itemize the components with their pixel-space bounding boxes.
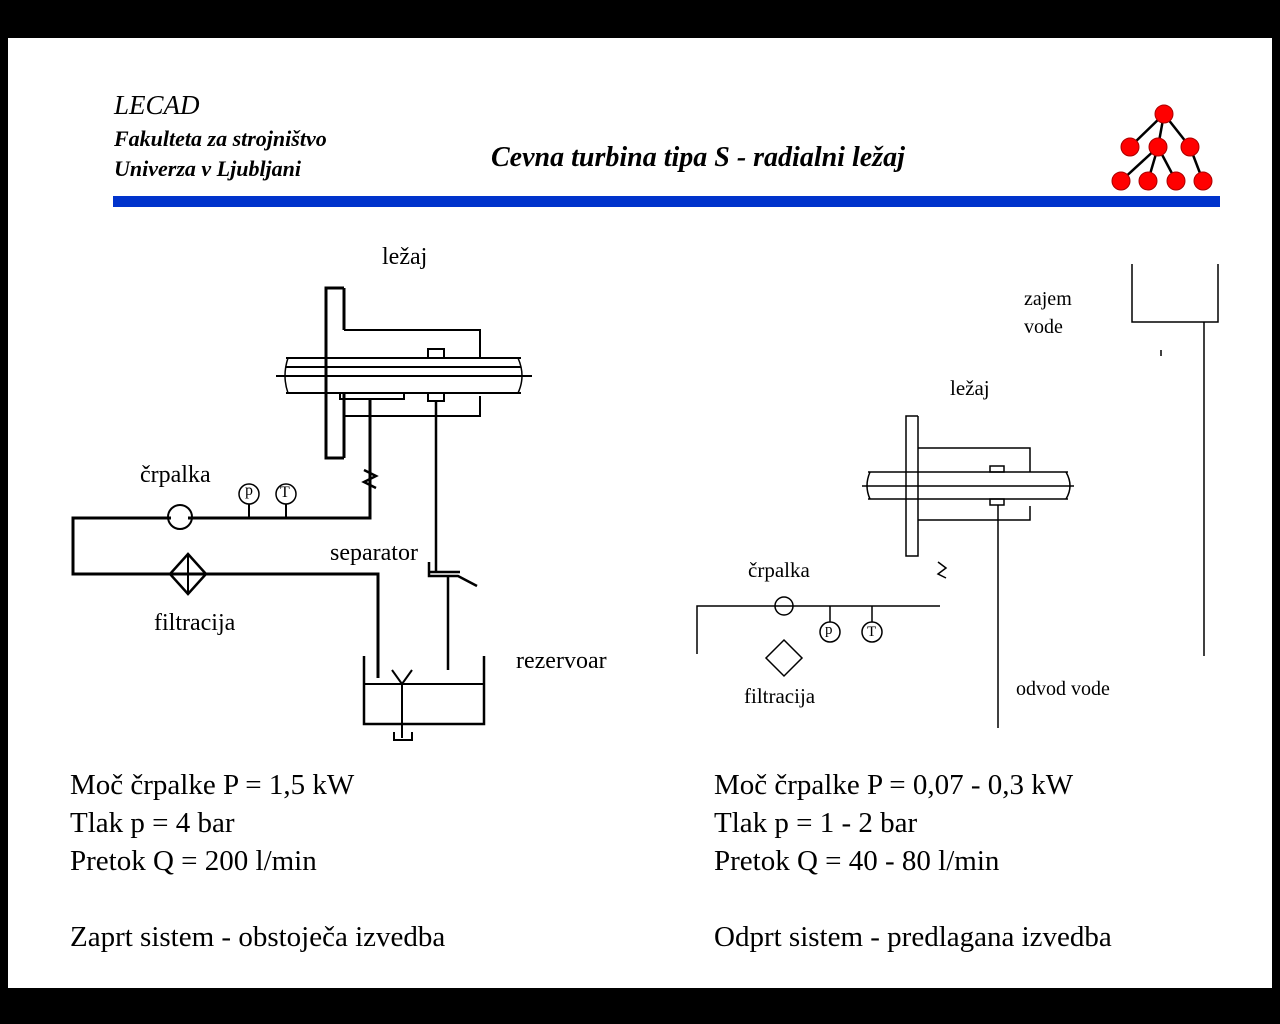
left-flow: Pretok Q = 200 l/min <box>70 845 317 877</box>
bearing-pad-bottom <box>989 498 1005 506</box>
left-pressure: Tlak p = 4 bar <box>70 807 235 839</box>
spacer <box>714 880 1112 918</box>
university-name: Univerza v Ljubljani <box>114 156 302 181</box>
outlet-label: odvod vode <box>1016 678 1110 700</box>
shaft-end-right <box>1065 471 1071 500</box>
right-flow: Pretok Q = 40 - 80 l/min <box>714 845 1000 877</box>
right-filter-label: filtracija <box>744 684 816 708</box>
right-gauge-t-label: T <box>867 624 877 640</box>
shaft-end-left <box>284 357 289 394</box>
separator-symbol <box>427 562 478 588</box>
left-bearing-label: ležaj <box>382 244 428 270</box>
shaft-end-right <box>517 357 523 394</box>
check-valve-symbol <box>361 468 379 490</box>
intake-label: zajem <box>1024 288 1072 310</box>
bearing-pad-top <box>989 465 1005 473</box>
right-pressure: Tlak p = 1 - 2 bar <box>714 807 918 839</box>
right-gauge-p-label: p <box>825 622 833 638</box>
bearing-pad-top <box>427 348 445 359</box>
gauge-t-symbol <box>861 621 883 643</box>
pump-symbol <box>774 596 794 616</box>
slide-title: Cevna turbina tipa S - radialni ležaj <box>491 142 905 173</box>
header-rule <box>113 196 1220 207</box>
intake-tank <box>1131 264 1219 323</box>
bearing-housing-top <box>918 447 1031 472</box>
left-pump-label: črpalka <box>140 462 211 488</box>
right-system-type: Odprt sistem - predlagana izvedba <box>714 921 1112 953</box>
left-gauge-t-label: T <box>280 484 290 501</box>
reservoir-tank <box>362 656 486 726</box>
bearing-housing-top <box>344 329 481 358</box>
bearing-housing-left <box>324 286 344 460</box>
reservoir-strainer <box>393 732 413 741</box>
spacer <box>70 880 445 918</box>
slide: LECAD Fakulteta za strojništvo Univerza … <box>8 38 1272 988</box>
intake-label-2: vode <box>1024 316 1063 338</box>
logo-nodes <box>1111 104 1213 191</box>
open-system-diagram <box>696 264 1219 728</box>
shaft-end-left <box>866 471 871 500</box>
gauge-p-symbol <box>819 621 841 643</box>
pump-symbol <box>167 504 193 530</box>
gauge-p-symbol <box>238 483 260 505</box>
lecad-logo <box>1111 104 1213 191</box>
check-valve-symbol <box>936 561 948 579</box>
left-system-type: Zaprt sistem - obstoječa izvedba <box>70 921 446 953</box>
suction-loop <box>71 516 380 678</box>
gauge-t-symbol <box>275 483 297 505</box>
pump-line <box>696 605 940 654</box>
separator-label: separator <box>330 540 418 566</box>
left-filter-label: filtracija <box>154 610 236 636</box>
faculty-name: Fakulteta za strojništvo <box>114 126 327 151</box>
right-pump-label: črpalka <box>748 558 810 582</box>
bearing-housing-bottom <box>344 396 481 417</box>
bearing-housing-bottom <box>918 506 1031 521</box>
bearing-sleeve <box>339 392 405 400</box>
left-pump-power: Moč črpalke P = 1,5 kW <box>70 769 355 801</box>
bearing-housing-left <box>905 415 919 557</box>
reservoir-label: rezervoar <box>516 648 607 674</box>
right-bearing-label: ležaj <box>950 376 990 400</box>
right-pump-power: Moč črpalke P = 0,07 - 0,3 kW <box>714 769 1074 801</box>
org-name: LECAD <box>114 90 200 120</box>
left-gauge-p-label: p <box>245 482 253 499</box>
closed-system-diagram <box>71 286 532 741</box>
filter-symbol <box>764 638 804 678</box>
left-specs: Moč črpalke P = 1,5 kW Tlak p = 4 bar Pr… <box>70 766 445 956</box>
right-specs: Moč črpalke P = 0,07 - 0,3 kW Tlak p = 1… <box>714 766 1112 956</box>
